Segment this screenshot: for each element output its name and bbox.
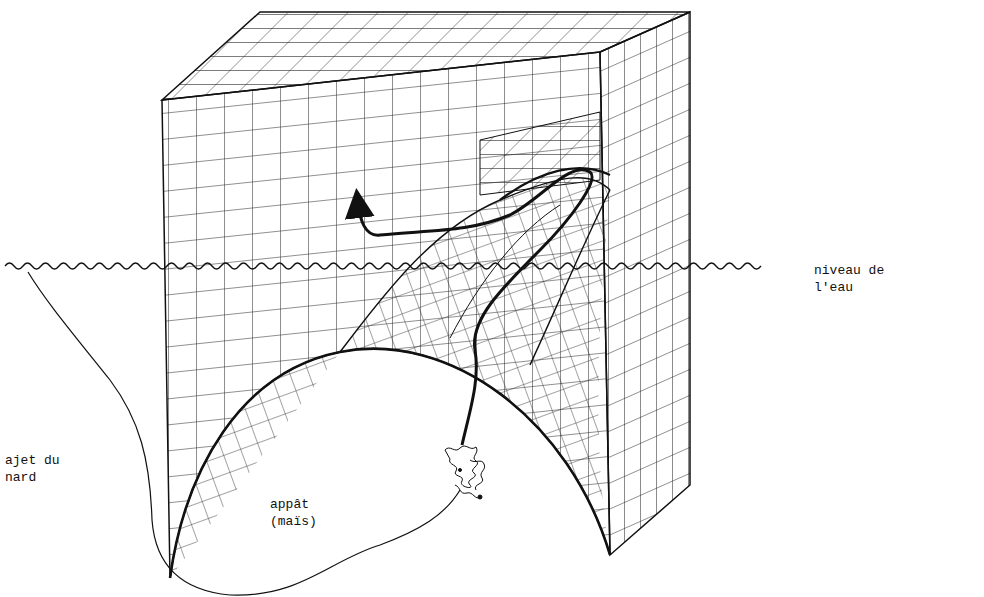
duck-path: [358, 170, 592, 445]
water-level-label: niveau de l'eau: [812, 262, 906, 296]
water-line: [5, 263, 761, 269]
bait-scribble: [445, 446, 485, 499]
path-label: ajet du nard: [3, 452, 71, 486]
bait-label: appât (maïs): [268, 496, 334, 530]
